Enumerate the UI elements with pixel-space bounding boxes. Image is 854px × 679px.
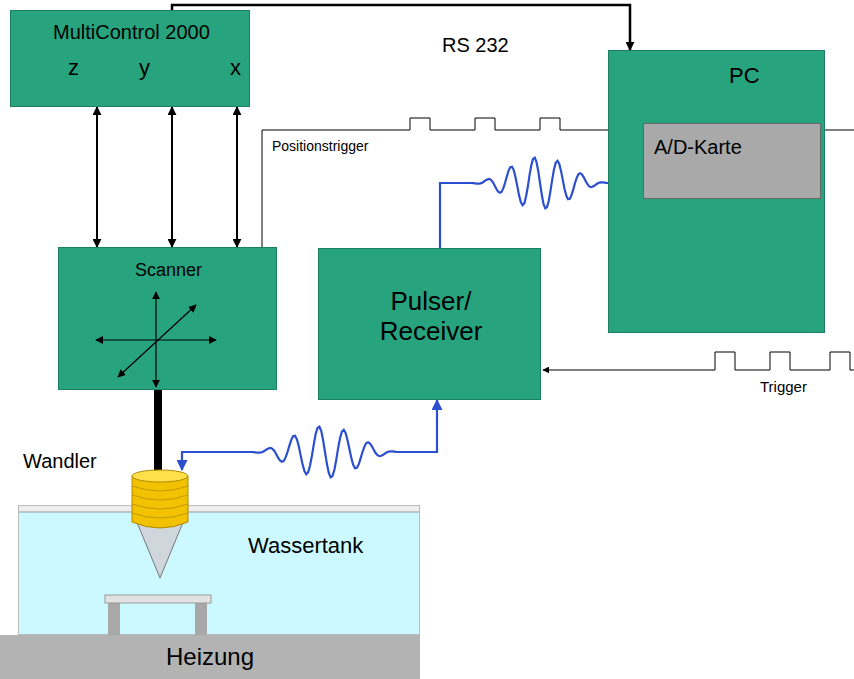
connector	[236, 107, 238, 247]
tank-drawing	[18, 505, 420, 635]
node-label: Pulser/ Receiver	[361, 287, 501, 347]
ad-card-box: A/D-Karte	[643, 123, 821, 199]
signal-label: Trigger	[758, 378, 809, 395]
signal-wave	[182, 400, 437, 477]
transducer: Wandler	[128, 468, 192, 580]
node-label: PC	[729, 63, 760, 88]
heater-bar: Heizung	[0, 635, 420, 679]
trigger-line	[543, 352, 854, 370]
connector	[262, 118, 643, 247]
edge-label: RS 232	[440, 34, 511, 57]
connector	[96, 107, 98, 247]
transducer-shape	[128, 468, 192, 580]
water-tank: Wassertank	[18, 505, 420, 635]
axis-label: z	[68, 55, 79, 80]
node-label: Wassertank	[248, 533, 363, 558]
axis-label: x	[230, 55, 241, 80]
scanner-box: Scanner	[58, 247, 277, 390]
connector	[154, 390, 162, 471]
connector	[171, 107, 173, 247]
ad-out-line	[820, 130, 854, 131]
node-label: Heizung	[166, 643, 254, 671]
controller-box: MultiControl 2000 z y x	[10, 10, 250, 107]
node-label: MultiControl 2000	[53, 21, 210, 44]
node-label: A/D-Karte	[654, 136, 742, 159]
edge-label: Positionstrigger	[270, 138, 371, 154]
node-label: Wandler	[23, 450, 97, 473]
node-label: Scanner	[135, 260, 202, 281]
pc-box: PC A/D-Karte	[608, 50, 825, 333]
pulser-receiver-box: Pulser/ Receiver	[318, 248, 541, 400]
axis-label: y	[139, 55, 150, 80]
